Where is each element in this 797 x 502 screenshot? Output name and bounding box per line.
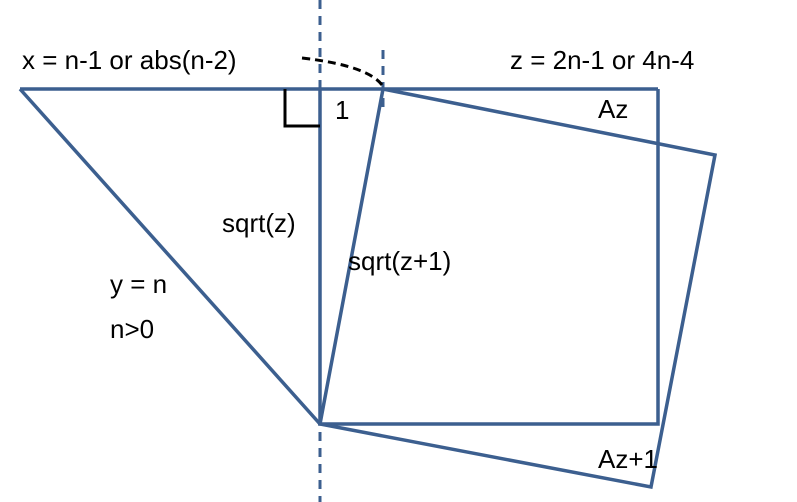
right-angle-marker (283, 89, 320, 128)
z-formula-label: z = 2n-1 or 4n-4 (510, 45, 694, 75)
axis-square (318, 89, 660, 426)
x-formula-label: x = n-1 or abs(n-2) (22, 45, 237, 75)
sqrt-z-plus-one-label: sqrt(z+1) (348, 246, 451, 276)
tilted-square (317, 86, 718, 490)
area-z-plus-one-label: Az+1 (598, 444, 658, 474)
area-z-label: Az (598, 94, 628, 124)
n-condition-label: n>0 (110, 314, 154, 344)
triangle-hypotenuse (18, 87, 322, 426)
unit-one-label: 1 (335, 95, 349, 125)
sqrt-z-label: sqrt(z) (222, 208, 296, 238)
dashed-arc-connector (301, 56, 386, 89)
y-equals-n-label: y = n (110, 269, 167, 299)
